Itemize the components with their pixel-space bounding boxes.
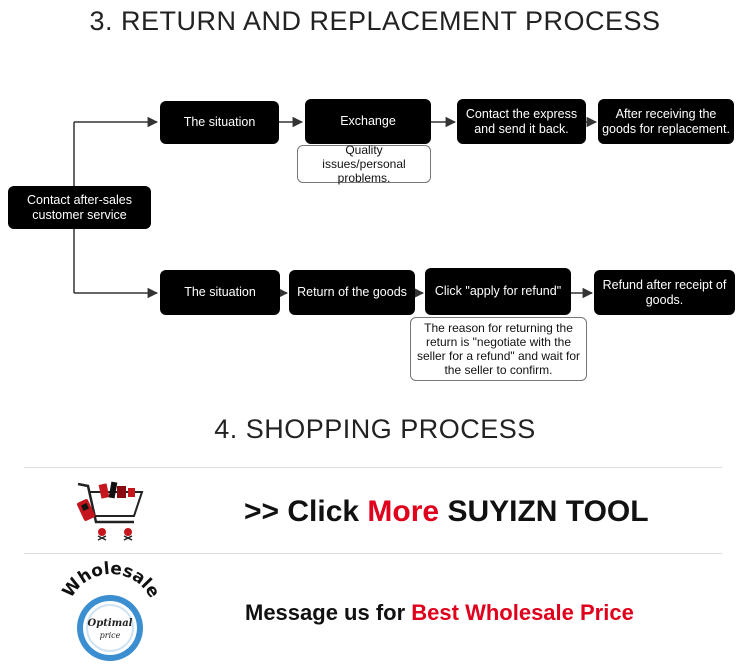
exchange-node: Exchange	[305, 99, 431, 144]
divider	[24, 553, 722, 554]
wholesale-badge-icon: Wholesale Optimal price	[59, 559, 164, 661]
banner-prefix: >> Click	[244, 495, 368, 528]
banner-highlight: More	[367, 495, 440, 528]
banner-click-more[interactable]: >> Click More SUYIZN TOOL	[244, 495, 649, 529]
divider	[24, 467, 722, 468]
contact-express-node: Contact the express and send it back.	[457, 99, 586, 144]
exchange-note: Quality issues/personal problems.	[297, 143, 431, 185]
return-goods-node: Return of the goods	[289, 270, 415, 315]
badge-center-line2: price	[100, 631, 121, 640]
banner2-prefix: Message us for	[245, 600, 412, 625]
banner-suffix: SUYIZN TOOL	[439, 495, 649, 528]
banner-wholesale-price[interactable]: Message us for Best Wholesale Price	[245, 600, 634, 626]
bottom-situation-node: The situation	[160, 270, 280, 315]
banner2-highlight: Best Wholesale Price	[411, 600, 634, 625]
top-situation-node: The situation	[160, 101, 279, 144]
section-title-return-process: 3. RETURN AND REPLACEMENT PROCESS	[89, 6, 661, 36]
refund-after-receipt-node: Refund after receipt of goods.	[594, 270, 735, 315]
after-receiving-node: After receiving the goods for replacemen…	[598, 99, 734, 144]
section-title-shopping-process: 4. SHOPPING PROCESS	[214, 414, 536, 444]
shopping-cart-icon	[76, 481, 144, 541]
refund-reason-note: The reason for returning the return is "…	[410, 317, 587, 381]
badge-center-line1: Optimal	[88, 618, 133, 629]
apply-refund-node: Click "apply for refund"	[425, 268, 571, 315]
start-node-contact-service: Contact after-sales customer service	[8, 186, 151, 229]
